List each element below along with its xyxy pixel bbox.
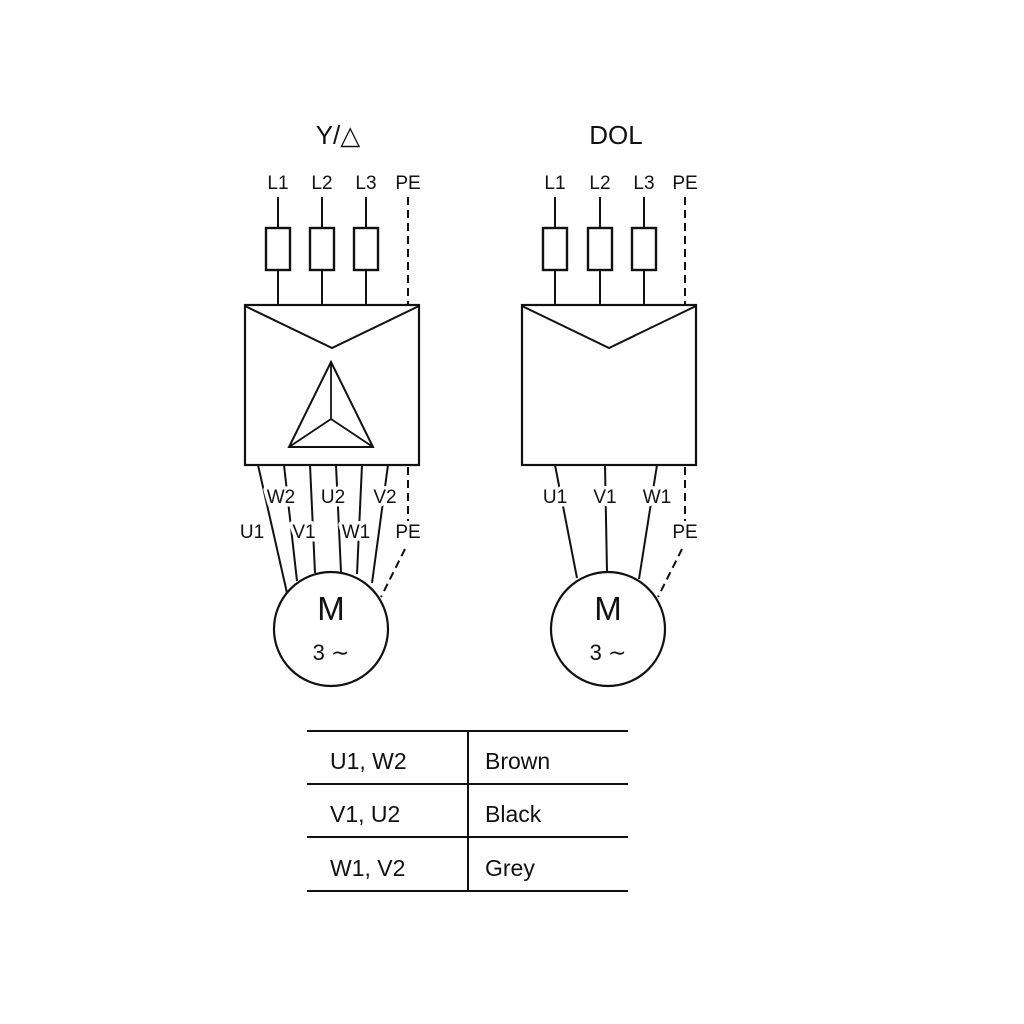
table-cell-color: Black — [485, 801, 542, 827]
terminal-label-pe: PE — [672, 173, 697, 194]
chevron-shape — [521, 305, 697, 350]
delta-inner-line — [288, 418, 332, 448]
winding-label-w1: W1 — [342, 522, 371, 543]
motor-circle — [272, 570, 390, 688]
dol-diagram: DOL L1 L2 L3 PE — [520, 120, 701, 688]
winding-label-v1: V1 — [593, 487, 616, 508]
fuse-l2 — [586, 226, 614, 272]
fuse-l3 — [630, 226, 658, 272]
table-row: W1, V2 Grey — [330, 855, 535, 881]
dol-starter-box — [520, 303, 698, 467]
table-row: V1, U2 Black — [330, 801, 542, 827]
star-delta-starter-box — [243, 303, 421, 467]
fuse-l1 — [264, 226, 292, 272]
table-row: U1, W2 Brown — [330, 748, 550, 774]
delta-symbol — [287, 359, 375, 448]
motor-phases: 3 ∼ — [590, 640, 627, 665]
motor-wire — [554, 464, 578, 579]
dol-motor: M 3 ∼ — [549, 570, 667, 688]
motor-wire — [257, 464, 288, 594]
terminal-label-l1: L1 — [544, 173, 565, 194]
table-cell-color: Grey — [485, 855, 535, 881]
winding-label-pe: PE — [395, 522, 420, 543]
star-delta-supply: L1 L2 L3 PE — [264, 173, 421, 305]
motor-circle — [549, 570, 667, 688]
motor-symbol: M — [317, 590, 345, 627]
dol-supply: L1 L2 L3 PE — [541, 173, 698, 305]
terminal-label-l1: L1 — [267, 173, 288, 194]
table-cell-terminals: V1, U2 — [330, 801, 400, 827]
star-delta-motor: M 3 ∼ — [272, 570, 390, 688]
winding-label-pe: PE — [672, 522, 697, 543]
star-delta-motor-wires: W2 U2 V2 U1 V1 W1 PE — [236, 464, 424, 598]
motor-phases: 3 ∼ — [313, 640, 350, 665]
motor-symbol: M — [594, 590, 622, 627]
table-cell-terminals: U1, W2 — [330, 748, 407, 774]
motor-wire — [283, 464, 298, 582]
winding-label-w1: W1 — [643, 487, 672, 508]
chevron-shape — [244, 305, 420, 350]
terminal-label-l2: L2 — [311, 173, 332, 194]
motor-wire — [371, 464, 389, 584]
winding-label-u2: U2 — [321, 487, 345, 508]
terminal-label-pe: PE — [395, 173, 420, 194]
winding-label-w2: W2 — [267, 487, 296, 508]
fuse-l2 — [308, 226, 336, 272]
table-cell-color: Brown — [485, 748, 550, 774]
motor-wire — [309, 464, 316, 574]
delta-inner-line — [330, 418, 374, 448]
motor-wire — [638, 464, 658, 580]
terminal-label-l3: L3 — [633, 173, 654, 194]
starter-box — [520, 303, 698, 467]
terminal-label-l3: L3 — [355, 173, 376, 194]
winding-label-u1: U1 — [543, 487, 567, 508]
wire-color-table: U1, W2 Brown V1, U2 Black W1, V2 Grey — [307, 730, 628, 892]
starter-box — [243, 303, 421, 467]
fuse-l3 — [352, 226, 380, 272]
motor-wire-pe-dashed — [657, 548, 683, 598]
star-delta-title: Y/△ — [316, 120, 361, 150]
motor-wire-pe-dashed — [380, 548, 406, 598]
motor-wire — [604, 464, 608, 573]
dol-title: DOL — [589, 120, 642, 150]
table-cell-terminals: W1, V2 — [330, 855, 405, 881]
terminal-label-l2: L2 — [589, 173, 610, 194]
winding-label-v2: V2 — [373, 487, 396, 508]
star-delta-diagram: Y/△ L1 L2 L3 PE — [236, 120, 424, 688]
winding-label-v1: V1 — [292, 522, 315, 543]
motor-wire — [335, 464, 342, 573]
motor-wire — [356, 464, 363, 575]
winding-label-u1: U1 — [240, 522, 264, 543]
dol-motor-wires: U1 V1 W1 PE — [539, 464, 701, 598]
fuse-l1 — [541, 226, 569, 272]
